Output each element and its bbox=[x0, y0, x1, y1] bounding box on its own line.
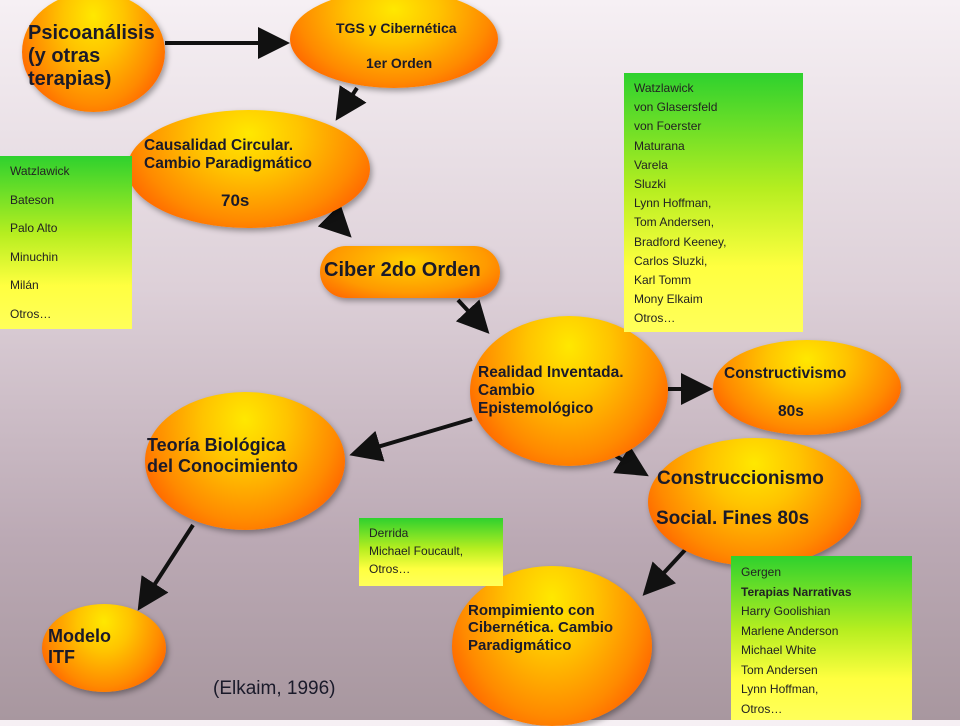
box-left-item: Minuchin bbox=[10, 249, 59, 264]
box-gergen-item: Otros… bbox=[741, 701, 783, 716]
box-left-item: Palo Alto bbox=[10, 221, 58, 235]
box-gergen-item: Marlene Anderson bbox=[741, 623, 839, 638]
box-left-item: Milán bbox=[10, 278, 39, 292]
node-constructivismo bbox=[713, 340, 901, 435]
box-right-item: Watzlawick bbox=[634, 81, 694, 95]
label-construccionismo-sub: Social. Fines 80s bbox=[656, 508, 810, 529]
arrow-construccionismo-to-rompimiento bbox=[642, 548, 687, 596]
box-gergen-item: Lynn Hoffman, bbox=[741, 682, 819, 696]
node-realidad bbox=[470, 316, 668, 466]
box-right-item: Otros… bbox=[634, 311, 676, 326]
node-modelo bbox=[42, 604, 166, 692]
box-right-item: Sluzki bbox=[634, 177, 667, 192]
box-derrida-item: Derrida bbox=[369, 526, 409, 540]
label-constructivismo-sub: 80s bbox=[778, 403, 804, 420]
node-psicoanalisis bbox=[22, 0, 165, 112]
box-gergen: Gergen Terapias Narrativas Harry Goolish… bbox=[731, 556, 912, 720]
box-right-item: Varela bbox=[634, 157, 668, 172]
node-rompimiento bbox=[452, 566, 652, 726]
box-right-item: von Foerster bbox=[634, 119, 702, 134]
box-right-authors: Watzlawick von Glasersfeld von Foerster … bbox=[624, 73, 803, 332]
arrow-causalidad-to-ciber bbox=[317, 203, 352, 238]
box-gergen-item: Tom Andersen bbox=[741, 662, 818, 677]
box-right-item: Lynn Hoffman, bbox=[634, 196, 712, 211]
box-right-item: Carlos Sluzki, bbox=[634, 253, 708, 268]
label-teoria: Teoría Biológica del Conocimiento bbox=[147, 435, 299, 476]
box-right-item: Mony Elkaim bbox=[634, 292, 703, 307]
node-tgs bbox=[290, 0, 498, 88]
label-ciber2: Ciber 2do Orden bbox=[324, 259, 481, 281]
box-right-item: von Glasersfeld bbox=[634, 100, 718, 115]
box-left-item: Otros… bbox=[10, 306, 52, 321]
box-right-item: Bradford Keeney, bbox=[634, 234, 727, 249]
box-left-item: Bateson bbox=[10, 192, 55, 207]
arrow-ciber-to-realidad bbox=[455, 298, 490, 334]
box-left-item: Watzlawick bbox=[10, 164, 70, 178]
node-ciber2 bbox=[320, 246, 500, 298]
box-right-item: Tom Andersen, bbox=[634, 215, 715, 230]
node-causalidad bbox=[127, 110, 370, 228]
label-tgs-title: TGS y Cibernética bbox=[336, 20, 457, 36]
box-gergen-item: Gergen bbox=[741, 565, 782, 579]
arrow-realidad-to-teoria bbox=[349, 417, 473, 462]
label-modelo: Modelo ITF bbox=[48, 626, 111, 667]
box-right-item: Karl Tomm bbox=[634, 273, 692, 288]
box-gergen-item: Harry Goolishian bbox=[741, 604, 831, 618]
box-right-item: Maturana bbox=[634, 138, 685, 153]
label-psicoanalisis: Psicoanálisis (y otras terapias) bbox=[28, 22, 155, 90]
box-gergen-item: Terapias Narrativas bbox=[741, 584, 852, 599]
arrow-tgs-to-causalidad bbox=[335, 85, 367, 121]
label-causalidad: Causalidad Circular. Cambio Paradigmátic… bbox=[144, 137, 312, 172]
box-derrida-item: Otros… bbox=[369, 562, 411, 576]
label-rompimiento: Rompimiento con Cibernética. Cambio Para… bbox=[468, 602, 614, 654]
label-tgs-sub: 1er Orden bbox=[366, 55, 433, 71]
arrow-realidad-to-construccionismo bbox=[613, 445, 649, 477]
box-derrida-item: Michael Foucault, bbox=[369, 544, 464, 558]
label-constructivismo: Constructivismo bbox=[724, 365, 847, 382]
box-left-authors: Watzlawick Bateson Palo Alto Minuchin Mi… bbox=[0, 156, 132, 329]
label-construccionismo: Construccionismo bbox=[657, 468, 824, 489]
label-realidad: Realidad Inventada. Cambio Epistemológic… bbox=[478, 364, 624, 417]
arrow-teoria-to-modelo bbox=[137, 523, 195, 611]
node-construccionismo bbox=[648, 438, 861, 566]
node-teoria bbox=[145, 392, 345, 530]
box-gergen-item: Michael White bbox=[741, 643, 817, 657]
box-derrida: Derrida Michael Foucault, Otros… bbox=[359, 518, 503, 586]
citation: (Elkaim, 1996) bbox=[213, 678, 336, 699]
label-causalidad-sub: 70s bbox=[221, 191, 250, 210]
